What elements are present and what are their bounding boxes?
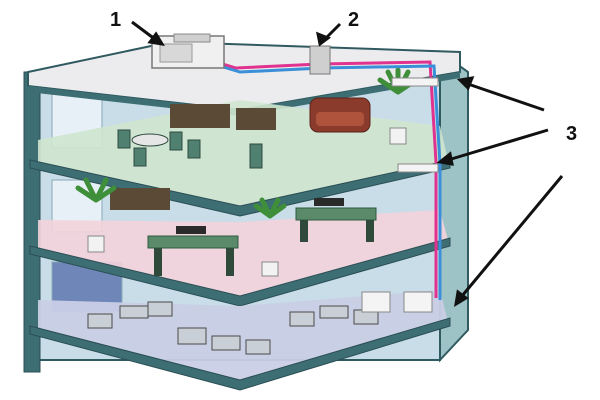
indoor-units (361, 77, 439, 313)
junction-box (309, 45, 331, 75)
lounge-furniture (87, 301, 379, 355)
plant-middle-center (253, 197, 287, 277)
callout-label-1: 1 (110, 9, 121, 31)
floor-2 (29, 210, 451, 307)
callout-arrows (131, 20, 564, 307)
refrigerant-pipes (215, 60, 442, 300)
desk-left (147, 226, 239, 276)
condenser-unit (151, 33, 225, 69)
callout-label-3: 3 (566, 123, 577, 145)
callout-label-2: 2 (348, 9, 359, 31)
meeting-table-set (117, 129, 263, 169)
sofa (309, 97, 371, 133)
bookshelves (110, 104, 276, 210)
desk-right (295, 198, 377, 242)
plant-middle-left (75, 177, 117, 253)
